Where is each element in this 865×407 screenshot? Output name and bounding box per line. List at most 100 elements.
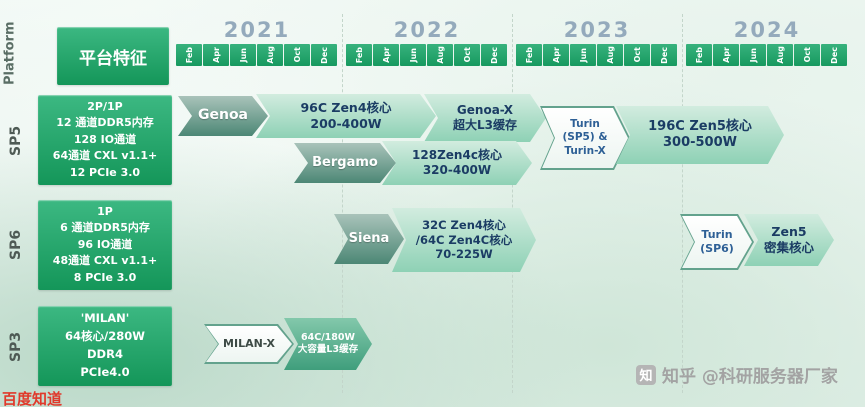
month-label: Oct [632,47,642,63]
zhihu-watermark: 知 知乎 @科研服务器厂家 [636,362,838,387]
arrow-line: 128Zen4c核心 [412,148,502,162]
spec-line: 2P/1P [87,99,123,113]
arrow-line: (SP6) [700,242,734,255]
spec-line: 48通道 CXL v1.1+ [52,254,158,268]
arrow-line: Turin-X [564,144,606,157]
year-2022: 2022 [393,18,461,42]
spec-line: 8 PCIe 3.0 [73,270,137,284]
month-label: Feb [354,46,364,64]
month-cell: Dec [651,44,677,66]
arrow-line: Genoa-X [456,103,514,117]
sp3-spec-box: 'MILAN' 64核心/280W DDR4 PCIe4.0 [38,306,172,386]
arrow-genoa-specs: 96C Zen4核心 200-400W [256,94,436,138]
month-label: Apr [721,47,731,63]
months-2023: Feb Apr Jun Aug Oct Dec [516,44,677,66]
arrow-turin-sp5: Turin (SP5) & Turin-X [540,106,630,170]
month-cell: Jun [570,44,596,66]
arrow-milan-x: MILAN-X [204,324,294,364]
month-cell: Feb [176,44,202,66]
year-2023: 2023 [563,18,631,42]
row-label-sp6: SP6 [8,229,24,261]
month-label: Apr [211,47,221,63]
platform-axis-label: Platform [2,21,18,85]
month-cell: Apr [373,44,399,66]
spec-line: 64通道 CXL v1.1+ [52,149,158,163]
spec-line: DDR4 [87,347,123,361]
arrow-line: /64C Zen4C核心 [415,232,513,247]
zhihu-watermark-text: 知乎 @科研服务器厂家 [662,367,838,387]
sp5-spec-box: 2P/1P 12 通道DDR5内存 128 IO通道 64通道 CXL v1.1… [38,95,172,185]
arrow-line: MILAN-X [223,337,275,351]
arrow-milan-x-inner: MILAN-X [206,326,292,362]
spec-line: 128 IO通道 [73,132,137,146]
month-label: Aug [265,46,275,64]
month-cell: Apr [713,44,739,66]
month-label: Aug [435,46,445,64]
arrow-line: Siena [348,230,390,246]
arrow-turin-sp6: Turin (SP6) [680,214,754,270]
spec-line: 64核心/280W [65,329,145,344]
arrow-line: 超大L3缓存 [453,118,517,132]
month-cell: Oct [454,44,480,66]
year-divider-2023 [512,14,513,393]
spec-line: 12 通道DDR5内存 [56,116,154,130]
arrow-line: Zen5 [771,224,807,240]
spec-line: 6 通道DDR5内存 [60,221,150,235]
month-label: Dec [489,46,499,64]
row-label-sp3: SP3 [8,331,24,363]
arrow-line: 196C Zen5核心 [648,118,752,134]
spec-line: 'MILAN' [80,311,130,326]
arrow-milan-x-specs: 64C/180W 大容量L3缓存 [284,318,372,370]
month-cell: Jun [740,44,766,66]
sp6-spec-box: 1P 6 通道DDR5内存 96 IO通道 48通道 CXL v1.1+ 8 P… [38,200,172,290]
months-2022: Feb Apr Jun Aug Oct Dec [346,44,507,66]
month-cell: Apr [203,44,229,66]
month-label: Feb [524,46,534,64]
arrow-turin-sp5-inner: Turin (SP5) & Turin-X [542,108,628,168]
months-2024: Feb Apr Jun Aug Oct Dec [686,44,847,66]
arrow-siena-specs: 32C Zen4核心 /64C Zen4C核心 70-225W [392,208,536,272]
arrow-line: 70-225W [435,247,493,262]
arrow-line: 64C/180W [301,332,355,344]
year-divider-2024 [682,14,683,393]
month-cell: Feb [516,44,542,66]
month-label: Oct [462,47,472,63]
month-cell: Oct [624,44,650,66]
arrow-line: 320-400W [422,163,492,177]
month-label: Oct [292,47,302,63]
arrow-line: 密集核心 [763,240,814,255]
month-cell: Dec [821,44,847,66]
month-cell: Aug [597,44,623,66]
spec-line: PCIe4.0 [80,364,130,379]
year-2024: 2024 [733,18,801,42]
month-cell: Feb [346,44,372,66]
month-label: Feb [694,46,704,64]
arrow-line: Turin [570,118,600,131]
month-label: Dec [659,46,669,64]
month-label: Jun [748,47,758,63]
arrow-turin-sp6-inner: Turin (SP6) [682,216,752,268]
month-cell: Dec [481,44,507,66]
month-label: Jun [578,47,588,63]
arrow-line: 96C Zen4核心 [300,100,392,116]
zhihu-logo-icon: 知 [636,364,656,385]
spec-line: 12 PCIe 3.0 [69,165,141,179]
arrow-line: 32C Zen4核心 [422,218,506,233]
month-label: Apr [551,47,561,63]
month-cell: Aug [427,44,453,66]
arrow-line: Turin [701,228,733,242]
arrow-line: 300-500W [662,135,737,150]
month-label: Dec [319,46,329,64]
baidu-watermark: 百度知道 [2,390,63,407]
month-cell: Jun [400,44,426,66]
month-cell: Apr [543,44,569,66]
month-label: Aug [775,46,785,64]
spec-line: 1P [97,204,113,218]
month-label: Apr [381,47,391,63]
month-cell: Aug [767,44,793,66]
year-divider-2022 [342,14,343,393]
month-label: Jun [238,47,248,63]
arrow-line: (SP5) & [562,131,608,144]
arrow-line: 200-400W [310,116,382,131]
